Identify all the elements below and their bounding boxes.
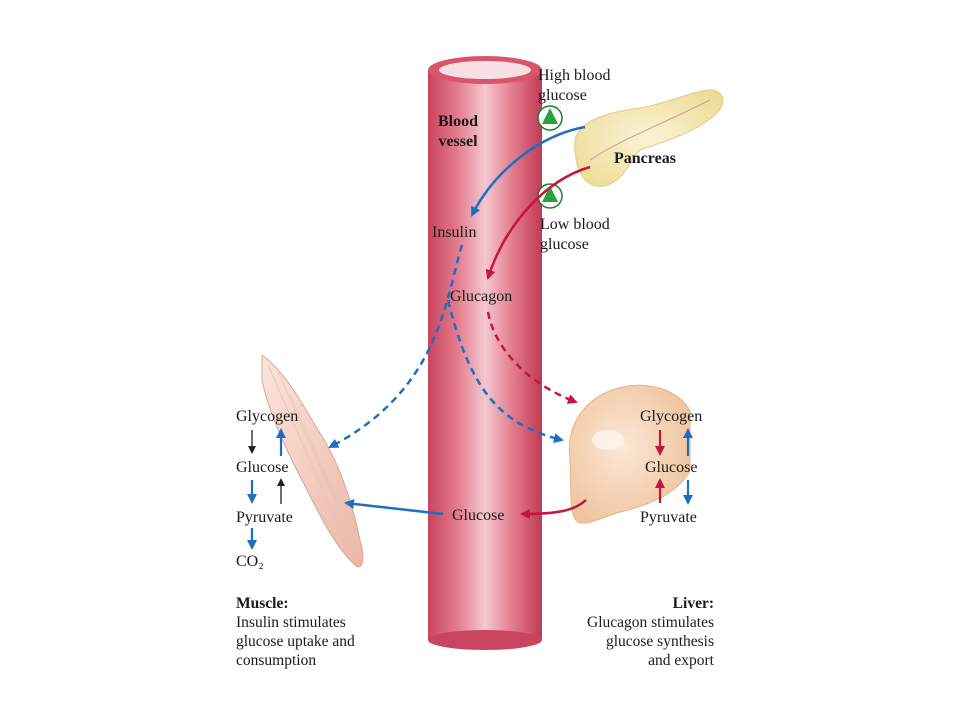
insulin-release-arrow: [470, 125, 586, 217]
liver-caption-line: Glucagon stimulates: [587, 614, 714, 631]
insulin-to-muscle-arrow: [328, 244, 464, 449]
liver-glucose-export-arrow: [520, 499, 587, 519]
glucagon-release-arrow: [485, 165, 591, 280]
blood-vessel-label-line2: vessel: [438, 133, 478, 150]
liver-caption-title: Liver:: [672, 595, 714, 612]
muscle-caption: Muscle: Insulin stimulates glucose uptak…: [236, 594, 355, 670]
pancreas-organ: [574, 89, 724, 187]
muscle-glycogen-label: Glycogen: [236, 408, 298, 425]
insulin-to-liver-arrow: [446, 299, 564, 443]
liver-caption-line: and export: [648, 652, 714, 669]
muscle-caption-title: Muscle:: [236, 595, 289, 612]
pancreatic-duct: [589, 99, 711, 161]
liver-organ: [568, 384, 691, 524]
liver-glycogen-label: Glycogen: [640, 408, 702, 425]
low-glucose-label-line1: Low blood: [540, 216, 610, 233]
liver-caption: Liver: Glucagon stimulates glucose synth…: [587, 594, 714, 670]
muscle-pyruvate-label: Pyruvate: [236, 509, 293, 526]
liver-caption-line: glucose synthesis: [605, 633, 714, 650]
low-glucose-label-line2: glucose: [540, 236, 589, 253]
high-glucose-label-line2: glucose: [538, 87, 587, 104]
muscle-glucose-label: Glucose: [236, 459, 288, 476]
liver-pyruvate-label: Pyruvate: [640, 509, 697, 526]
muscle-caption-line: consumption: [236, 652, 317, 669]
vessel-glucose-label: Glucose: [452, 507, 504, 524]
glucagon-label: Glucagon: [450, 288, 512, 305]
blood-vessel-label-line1: Blood: [438, 113, 478, 130]
glucagon-to-liver-arrow: [486, 311, 578, 404]
pancreas-label: Pancreas: [614, 150, 676, 167]
muscle-caption-line: glucose uptake and: [236, 633, 355, 650]
blood-vessel: [428, 56, 542, 650]
low-glucose-down-triangle-icon: [537, 183, 563, 209]
liver-glucose-label: Glucose: [645, 459, 697, 476]
muscle-caption-line: Insulin stimulates: [236, 614, 346, 631]
muscle-co2-label: CO₂: [236, 553, 264, 570]
glucose-to-muscle-arrow: [344, 498, 444, 516]
high-glucose-label-line1: High blood: [538, 67, 610, 84]
high-glucose-up-triangle-icon: [537, 105, 563, 131]
insulin-label: Insulin: [432, 224, 476, 241]
